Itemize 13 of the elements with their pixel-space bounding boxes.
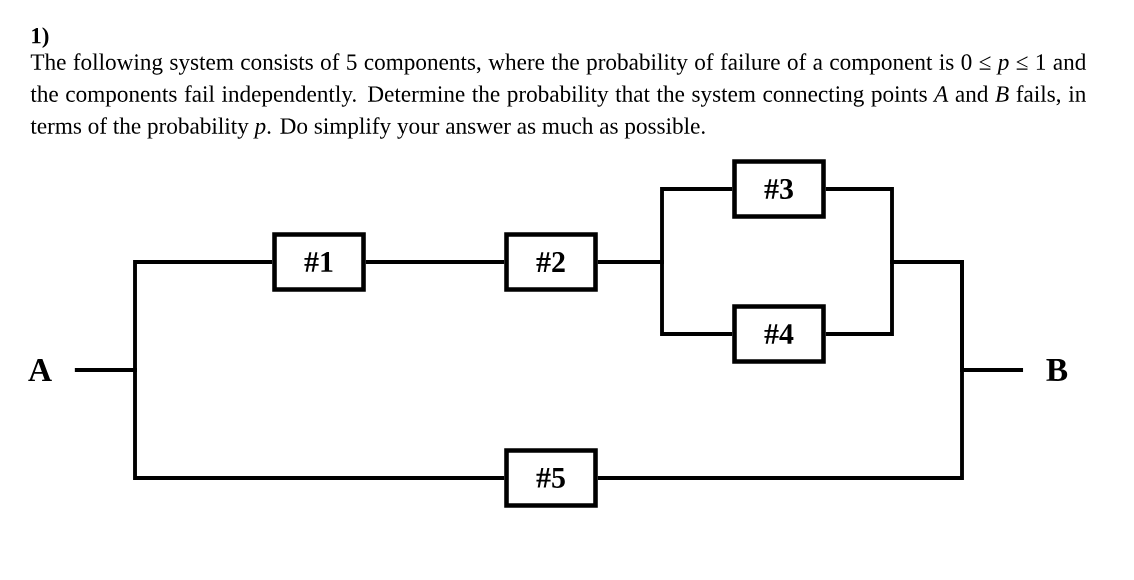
component-box: #4 bbox=[732, 304, 826, 364]
component-box: #3 bbox=[732, 159, 826, 219]
wire bbox=[365, 260, 505, 264]
terminal-label: A bbox=[28, 359, 52, 381]
question-number: 1) bbox=[32, 27, 49, 49]
component-box: #1 bbox=[272, 232, 366, 292]
wire bbox=[597, 260, 733, 336]
question-text: The following system consists of 5 components, where the probability of failure of a component is 0 ≤ p ≤ 1 and the components fail independently. Determine the probability that the system connecting points A and B fails, in terms of the probability p. Do simplify your answer as much as possible. bbox=[30, 53, 1087, 139]
wire bbox=[74, 368, 505, 480]
component-box: #2 bbox=[504, 232, 598, 292]
wire bbox=[597, 368, 1023, 480]
component-box: #5 bbox=[504, 448, 598, 508]
terminal-label: B bbox=[1046, 359, 1068, 381]
